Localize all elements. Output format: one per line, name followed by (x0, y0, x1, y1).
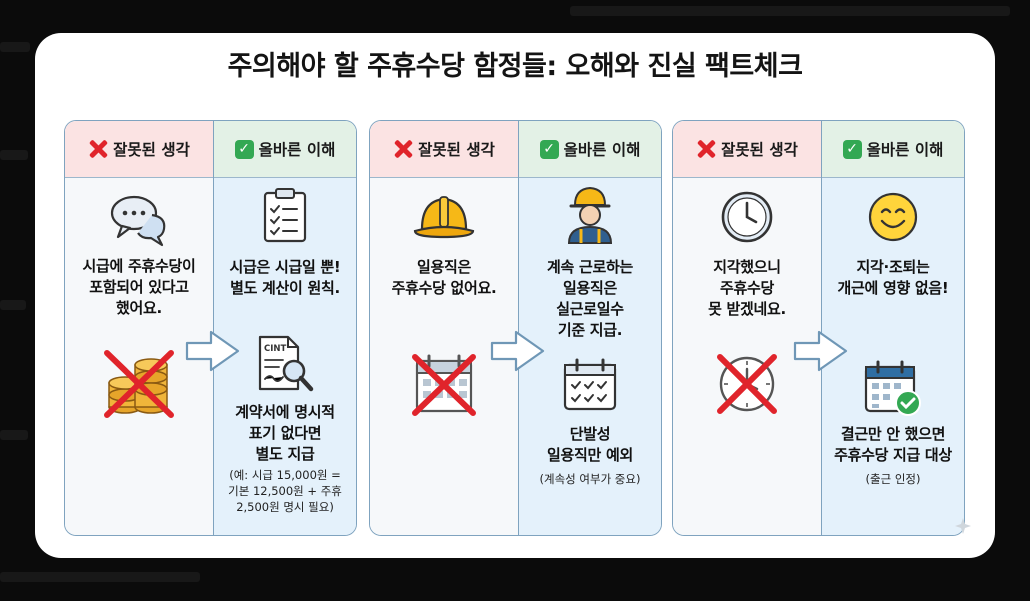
right-note: (출근 인정) (865, 472, 921, 486)
wrong-header: 잘못된 생각 (370, 121, 518, 178)
coins-icon (104, 350, 174, 418)
contract-label: CINT (264, 344, 287, 354)
right-column: ✓ 올바른 이해 계속 근로하는 일용직은 실근로일수 기준 지급. (518, 121, 661, 535)
right-statement-2: 계약서에 명시적 표기 없다면 별도 지급 (235, 403, 335, 463)
wrong-header: 잘못된 생각 (673, 121, 821, 178)
wrong-statement: 지각했으니 주휴수당 못 받겠네요. (708, 258, 786, 318)
green-check-icon: ✓ (842, 139, 862, 159)
arrow-right-icon (793, 330, 848, 372)
wrong-header: 잘못된 생각 (65, 121, 213, 178)
wrong-header-label: 잘못된 생각 (721, 141, 798, 159)
background-text-line (0, 572, 200, 582)
right-header-label: 올바른 이해 (258, 141, 336, 159)
hard-hat-icon (413, 196, 475, 239)
infographic-title: 주의해야 할 주휴수당 함정들: 오해와 진실 팩트체크 (227, 51, 803, 82)
calendar-checks-icon (563, 358, 617, 411)
infographic-card: 주의해야 할 주휴수당 함정들: 오해와 진실 팩트체크 잘못된 생각 시급에 … (35, 33, 995, 558)
background-text-line (0, 300, 26, 310)
right-statement-1: 시급은 시급일 뿐! 별도 계산이 원칙. (229, 258, 341, 297)
speech-bubbles-icon (110, 195, 166, 247)
worker-icon (567, 186, 613, 244)
contract-magnifier-icon: CINT (258, 335, 314, 392)
clock-icon (721, 191, 773, 243)
right-statement-1: 계속 근로하는 일용직은 실근로일수 기준 지급. (547, 258, 633, 339)
right-header: ✓ 올바른 이해 (214, 121, 356, 178)
wrong-column: 잘못된 생각 시급에 주휴수당이 포함되어 있다고 했어요. (65, 121, 213, 535)
right-column: ✓ 올바른 이해 시급은 시급일 뿐! 별도 계산이 원칙. CINT (213, 121, 356, 535)
clock-icon (717, 354, 777, 414)
right-note: (예: 시급 15,000원 = 기본 12,500원 + 주휴 2,500원 … (228, 468, 342, 514)
arrow-right-icon (490, 330, 545, 372)
sparkle-icon (955, 518, 971, 534)
background-text-line (0, 42, 30, 52)
right-header-label: 올바른 이해 (563, 141, 641, 159)
background-text-line (0, 150, 28, 160)
myth-fact-panel-3: 잘못된 생각 지각했으니 주휴수당 못 받겠네요. ✓ 올바른 이해 (672, 120, 965, 536)
right-statement-1: 지각·조퇴는 개근에 영향 없음! (837, 258, 949, 297)
right-header: ✓ 올바른 이해 (822, 121, 964, 178)
right-header: ✓ 올바른 이해 (519, 121, 661, 178)
smiley-icon (868, 192, 918, 242)
right-statement-2: 결근만 안 했으면 주휴수당 지급 대상 (834, 425, 952, 464)
background-text-line (570, 6, 1010, 16)
calendar-icon (412, 354, 476, 416)
wrong-header-label: 잘못된 생각 (418, 141, 495, 159)
right-column: ✓ 올바른 이해 지각·조퇴는 개근에 영향 없음! 결근만 안 했으면 주휴수… (821, 121, 964, 535)
myth-fact-panel-1: 잘못된 생각 시급에 주휴수당이 포함되어 있다고 했어요. (64, 120, 357, 536)
right-statement-2: 단발성 일용직만 예외 (547, 425, 633, 464)
red-x-icon (393, 139, 413, 159)
right-header-label: 올바른 이해 (866, 141, 944, 159)
red-x-icon (696, 139, 716, 159)
arrow-right-icon (185, 330, 240, 372)
background-text-line (0, 430, 28, 440)
wrong-statement: 일용직은 주휴수당 없어요. (391, 258, 497, 297)
clipboard-checklist-icon (263, 188, 307, 243)
calendar-check-badge-icon (864, 360, 921, 416)
green-check-icon: ✓ (234, 139, 254, 159)
green-check-icon: ✓ (539, 139, 559, 159)
wrong-column: 잘못된 생각 일용직은 주휴수당 없어요. (370, 121, 518, 535)
wrong-statement: 시급에 주휴수당이 포함되어 있다고 했어요. (82, 257, 196, 317)
wrong-header-label: 잘못된 생각 (113, 141, 190, 159)
red-x-icon (88, 139, 108, 159)
wrong-column: 잘못된 생각 지각했으니 주휴수당 못 받겠네요. (673, 121, 821, 535)
myth-fact-panel-2: 잘못된 생각 일용직은 주휴수당 없어요. ✓ 올바른 이해 (369, 120, 662, 536)
right-note: (계속성 여부가 중요) (539, 472, 641, 486)
